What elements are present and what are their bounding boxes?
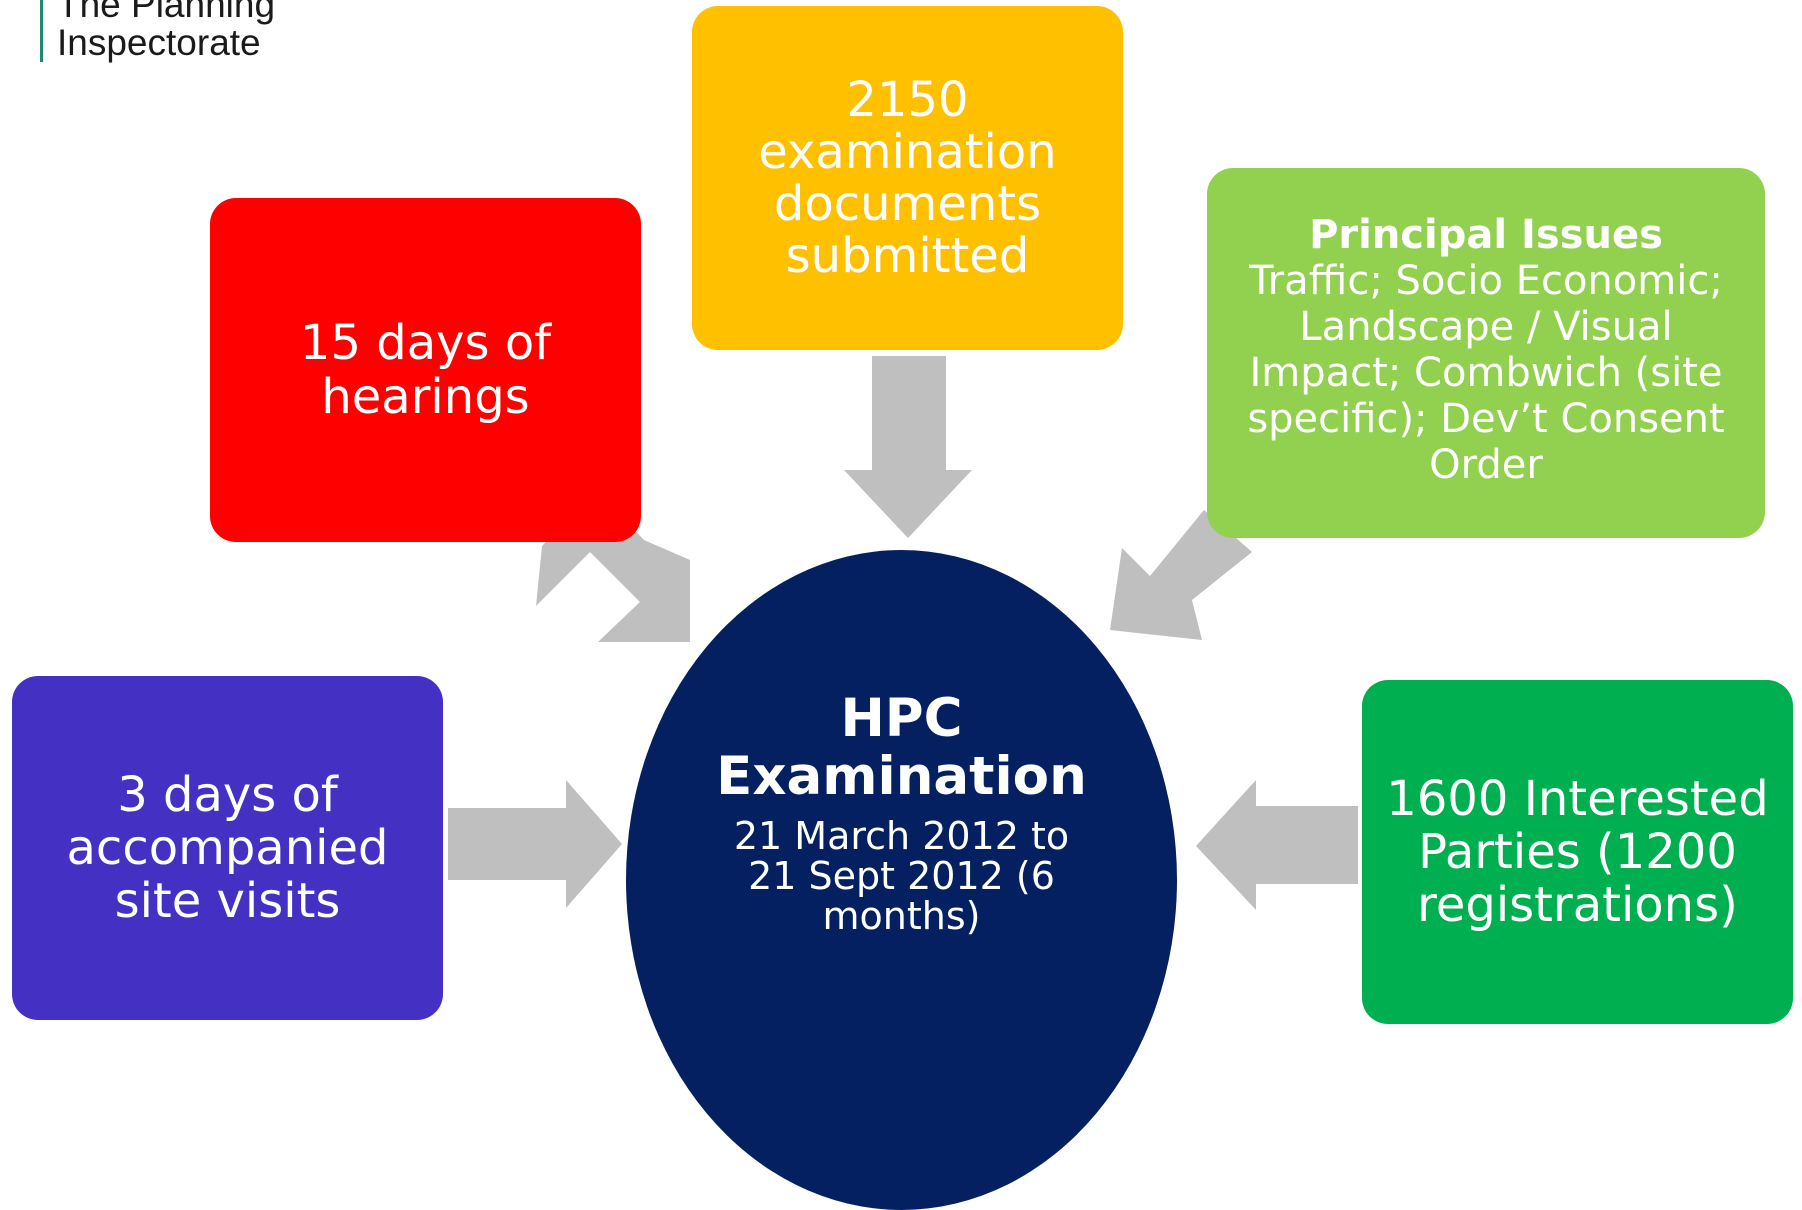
logo-text: The Planning Inspectorate xyxy=(57,0,357,62)
site-visits-text-line: accompanied xyxy=(66,819,389,876)
parties-text-line: 1600 Interested xyxy=(1386,770,1769,827)
issues-text-line: specific); Dev’t Consent xyxy=(1247,396,1725,442)
circle-title-line: Examination xyxy=(716,746,1087,807)
hearings-text-line: hearings xyxy=(321,369,530,425)
circle-title: HPC Examination xyxy=(626,690,1177,806)
parties-text-line: registrations) xyxy=(1417,876,1738,933)
logo-line-1: The Planning xyxy=(57,0,276,25)
site-visits-box: 3 days of accompanied site visits xyxy=(12,676,443,1020)
principal-issues-box: Principal Issues Traffic; Socio Economic… xyxy=(1207,168,1765,538)
issues-text-line: Landscape / Visual xyxy=(1299,304,1673,350)
circle-title-line: HPC xyxy=(840,688,963,749)
arrow-from-parties xyxy=(1196,780,1358,910)
documents-text-line: submitted xyxy=(785,228,1030,284)
logo-line-2: Inspectorate xyxy=(57,22,261,63)
documents-text-line: 2150 xyxy=(846,72,969,128)
examination-dates: 21 March 2012 to 21 Sept 2012 (6 months) xyxy=(626,816,1177,936)
site-visits-text-line: site visits xyxy=(114,872,341,929)
dates-line: months) xyxy=(822,894,981,938)
principal-issues-title: Principal Issues xyxy=(1309,212,1663,258)
issues-text-line: Impact; Combwich (site xyxy=(1249,350,1723,396)
documents-box: 2150 examination documents submitted xyxy=(692,6,1123,350)
logo-bar xyxy=(40,0,43,62)
parties-text-line: Parties (1200 xyxy=(1418,823,1737,880)
documents-text-line: documents xyxy=(773,176,1042,232)
hearings-box: 15 days of hearings xyxy=(210,198,641,542)
arrow-from-site-visits xyxy=(448,780,622,908)
issues-text-line: Order xyxy=(1429,442,1543,488)
arrow-from-documents xyxy=(844,356,972,538)
documents-text-line: examination xyxy=(758,124,1057,180)
dates-line: 21 March 2012 to xyxy=(733,814,1070,858)
site-visits-text-line: 3 days of xyxy=(117,766,338,823)
hearings-text-line: 15 days of xyxy=(299,315,552,371)
interested-parties-box: 1600 Interested Parties (1200 registrati… xyxy=(1362,680,1793,1024)
arrow-from-issues xyxy=(1110,510,1252,640)
dates-line: 21 Sept 2012 (6 xyxy=(748,854,1055,898)
hpc-examination-circle: HPC Examination 21 March 2012 to 21 Sept… xyxy=(626,550,1177,1210)
issues-text-line: Traffic; Socio Economic; xyxy=(1249,258,1723,304)
